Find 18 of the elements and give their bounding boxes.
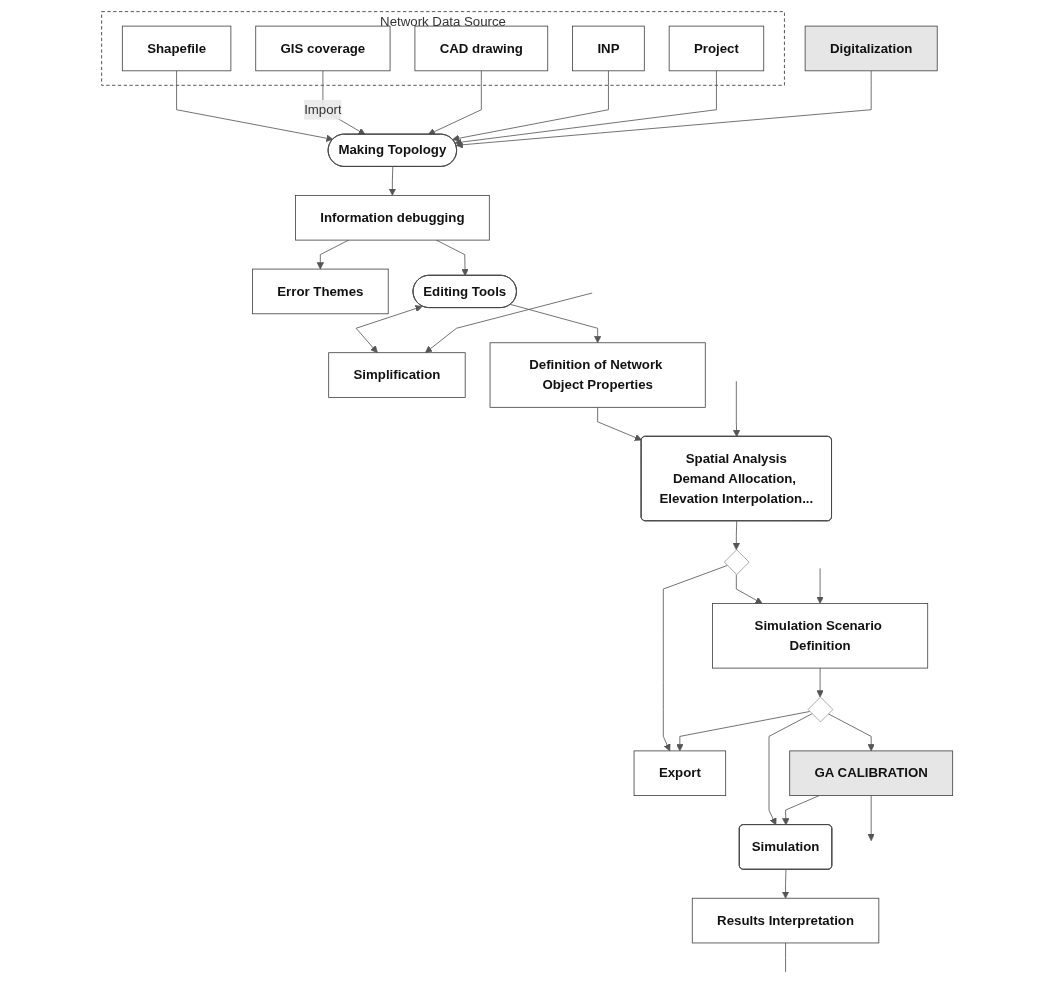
node-box: INP — [572, 25, 646, 72]
node-box: GIS coverage — [255, 25, 391, 72]
node-box: Simulation Scenario Definition — [712, 603, 929, 669]
node-box: Error Themes — [252, 268, 389, 315]
node-box: Shapefile — [122, 25, 232, 72]
node-box: Project — [669, 25, 765, 72]
node-box: Simplification — [328, 352, 466, 398]
connector — [785, 942, 787, 973]
node-box: Results Interpretation — [692, 897, 880, 944]
node-box: GA CALIBRATION — [789, 750, 954, 797]
node-box: Export — [633, 750, 727, 797]
edge-label: Import — [304, 102, 343, 117]
node-diamond — [808, 696, 834, 723]
node-box: Information debugging — [295, 195, 491, 241]
node-box: Definition of Network Object Properties — [489, 342, 707, 408]
node-box: CAD drawing — [414, 25, 549, 72]
node-box: Digitalization — [805, 25, 938, 72]
node-diamond — [724, 549, 750, 575]
